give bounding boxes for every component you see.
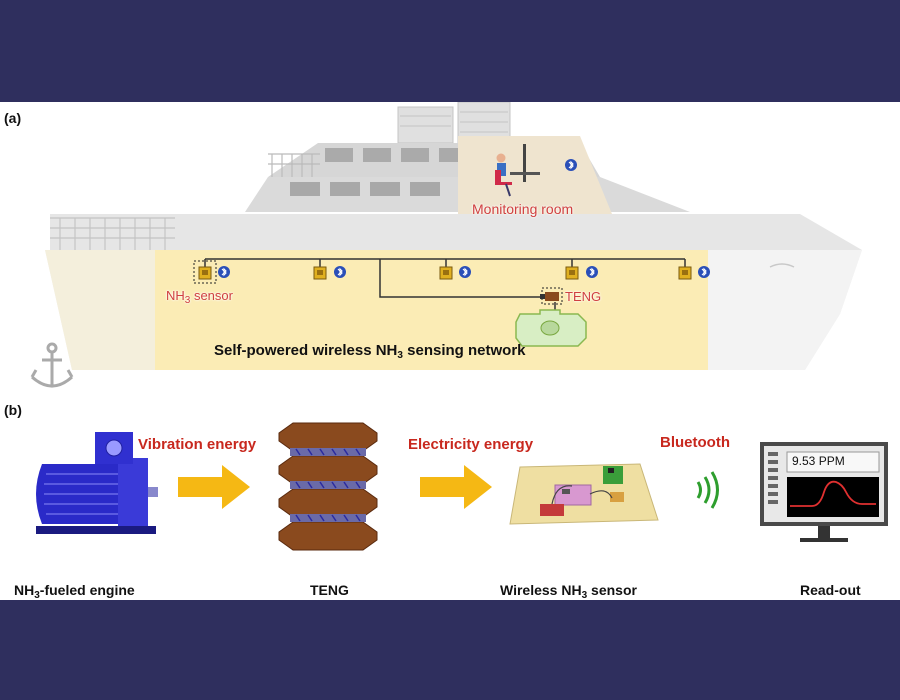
wireless-sensor-board-icon (509, 463, 659, 525)
readout-monitor-icon (760, 442, 888, 542)
monitoring-room-label: Monitoring room (472, 201, 574, 217)
panel-b-label: (b) (4, 402, 22, 418)
nh3-sensor-label: NH3 sensor (166, 288, 233, 306)
engine-outline-ship (515, 309, 587, 347)
energy-arrows (178, 465, 492, 509)
vibration-energy-label: Vibration energy (138, 436, 257, 453)
wireless-sensor-caption: Wireless NH3 sensor (500, 582, 637, 600)
ship-illustration (30, 102, 862, 388)
readout-caption: Read-out (800, 582, 861, 598)
readout-value: 9.53 PPM (792, 454, 845, 468)
figure-panel: (a) Monitoring room NH3 sensor TENG Self… (0, 102, 900, 600)
teng-ship-label: TENG (565, 289, 602, 304)
engine-caption: NH3-fueled engine (14, 582, 135, 600)
bluetooth-icon-monitor (564, 158, 578, 172)
teng-caption: TENG (310, 582, 349, 598)
nh3-fueled-engine-icon (36, 432, 158, 534)
operator-icon (495, 144, 540, 197)
nh3-sensor-nodes (193, 260, 711, 284)
electricity-energy-label: Electricity energy (408, 436, 534, 453)
panel-a-label: (a) (4, 110, 22, 126)
teng-stack-icon (278, 422, 378, 551)
bluetooth-label: Bluetooth (660, 434, 730, 451)
anchor-icon (30, 342, 74, 388)
sensing-network-label: Self-powered wireless NH3 sensing networ… (214, 342, 526, 361)
figure-graphics (30, 102, 888, 551)
sensor-wiring (204, 258, 686, 312)
teng-module-ship (540, 287, 563, 305)
wireless-signal-icon (696, 471, 719, 509)
